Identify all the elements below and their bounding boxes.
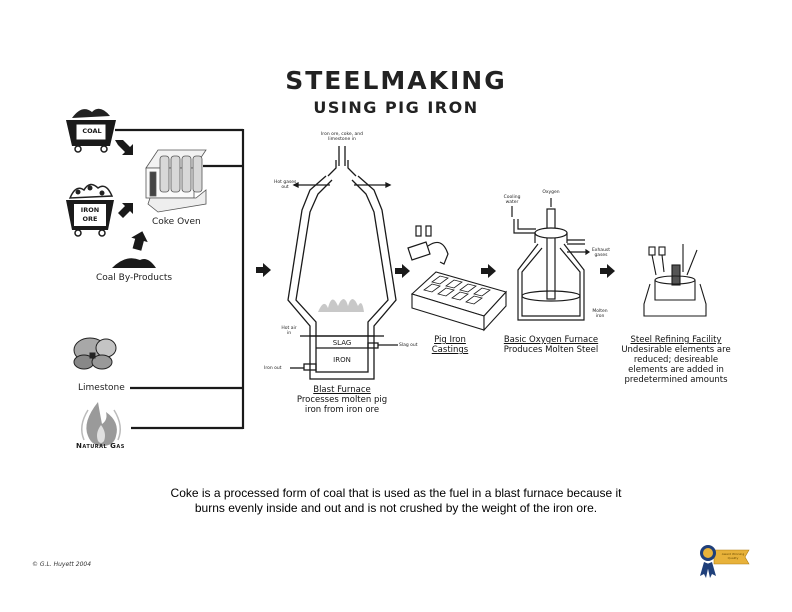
natural-gas-label: Natural Gas (76, 442, 125, 450)
iron-out-label: Iron out (264, 366, 282, 371)
coal-byproducts-label: Coal By-Products (96, 273, 173, 283)
coal-pile-icon (112, 258, 156, 268)
arrow-iron-to-oven-icon (118, 203, 133, 218)
input-connector-lines (115, 128, 245, 430)
slag-out-label: Slag out (399, 343, 418, 348)
bf-input-label: Iron ore, coke, and limestone in (320, 132, 364, 142)
coke-oven-icon (145, 149, 207, 213)
bf-hot-gases-label: Hot gases out (274, 180, 297, 190)
bof-exhaust-label: Exhaust gases (591, 248, 611, 258)
iron-cart-label-line1: IRON (80, 206, 100, 214)
coal-cart-icon (66, 108, 116, 153)
bof-caption: Basic Oxygen Furnace Produces Molten Ste… (503, 335, 599, 355)
badge-text: Award Winning Quality (721, 552, 745, 560)
bof-cooling-label: Cooling water (503, 195, 521, 205)
bof-molten-label: Molten iron (592, 309, 608, 319)
coal-cart-label: COAL (82, 127, 102, 135)
blast-furnace-caption: Blast Furnace Processes molten pig iron … (296, 385, 388, 415)
blast-furnace-icon (287, 146, 398, 380)
diagram-title: STEELMAKING (285, 66, 507, 95)
limestone-label: Limestone (78, 383, 125, 393)
refining-caption: Steel Refining Facility Undesirable elem… (621, 335, 731, 385)
natural-gas-flame-icon (81, 402, 121, 446)
copyright: © G.L. Huyett 2004 (32, 561, 92, 568)
award-badge-icon (700, 545, 750, 578)
coke-explanation: Coke is a processed form of coal that is… (170, 486, 622, 515)
ladle-icon (407, 225, 449, 265)
arrow-to-pig-iron-icon (395, 264, 410, 278)
diagram-subtitle: USING PIG IRON (313, 98, 479, 117)
pig-iron-caption: Pig Iron Castings (431, 335, 469, 355)
arrow-coal-to-oven-icon (115, 140, 133, 155)
bof-oxygen-label: Oxygen (542, 190, 560, 195)
coke-oven-label: Coke Oven (152, 217, 201, 227)
iron-label: IRON (333, 356, 351, 364)
steel-refining-facility-icon (643, 244, 707, 317)
iron-ore-cart-icon (66, 183, 114, 237)
pig-iron-mold-icon (410, 271, 508, 332)
limestone-icon (73, 337, 117, 370)
slag-label: SLAG (332, 339, 352, 347)
furnace-flames-icon (318, 299, 364, 312)
arrow-to-blast-furnace-icon (256, 263, 271, 277)
iron-cart-label-line2: ORE (82, 215, 98, 223)
bf-hot-air-label: Hot air in (281, 326, 297, 336)
arrow-to-bof-icon (481, 264, 496, 278)
arrow-byproducts-to-oven-icon (131, 231, 148, 251)
basic-oxygen-furnace-icon (511, 198, 591, 321)
arrow-to-refining-icon (600, 264, 615, 278)
